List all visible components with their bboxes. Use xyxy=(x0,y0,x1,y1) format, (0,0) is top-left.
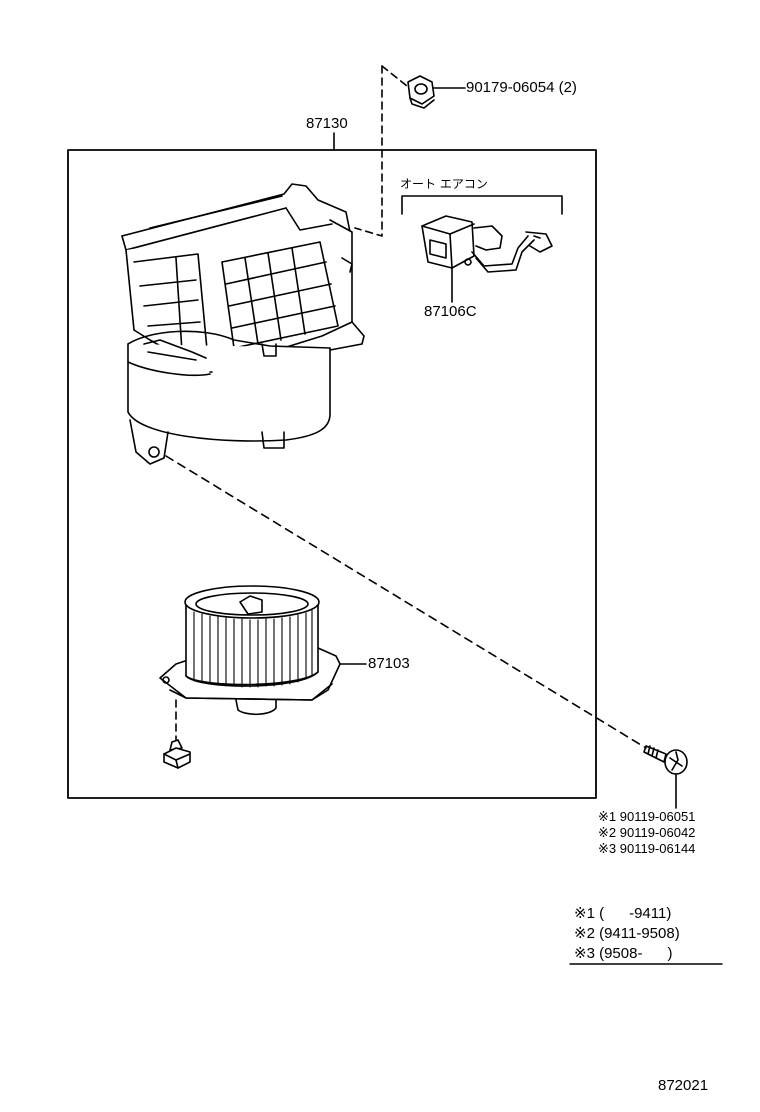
servo-motor-icon xyxy=(421,215,553,273)
legend-row-3: ※3 (9508- ) xyxy=(574,945,673,962)
legend-row-1: ※1 ( -9411) xyxy=(574,905,672,922)
clip-icon xyxy=(163,739,191,769)
part-label-screw-1: ※1 90119-06051 xyxy=(598,809,696,824)
nut-icon xyxy=(407,75,435,109)
part-label-case: 87130 xyxy=(306,115,348,132)
part-label-screw-2: ※2 90119-06042 xyxy=(598,825,696,840)
assembly-frame xyxy=(67,149,597,799)
legend-row-2: ※2 (9411-9508) xyxy=(574,925,680,942)
part-label-screw-3: ※3 90119-06144 xyxy=(598,841,696,856)
dashed-leader-screw xyxy=(165,455,647,749)
dashed-leader-nut xyxy=(354,65,383,237)
auto-ac-label: オート エアコン xyxy=(400,177,488,191)
part-label-nut: 90179-06054 (2) xyxy=(466,79,577,96)
blower-motor-icon xyxy=(159,585,341,716)
blower-case-icon xyxy=(121,183,365,465)
part-label-blower: 87103 xyxy=(368,655,410,672)
dashed-leader-nut-top xyxy=(381,65,413,91)
figure-number: 872021 xyxy=(658,1077,709,1094)
screw-icon xyxy=(643,745,688,775)
part-label-servo: 87106C xyxy=(424,303,477,320)
auto-ac-bracket xyxy=(401,195,563,215)
